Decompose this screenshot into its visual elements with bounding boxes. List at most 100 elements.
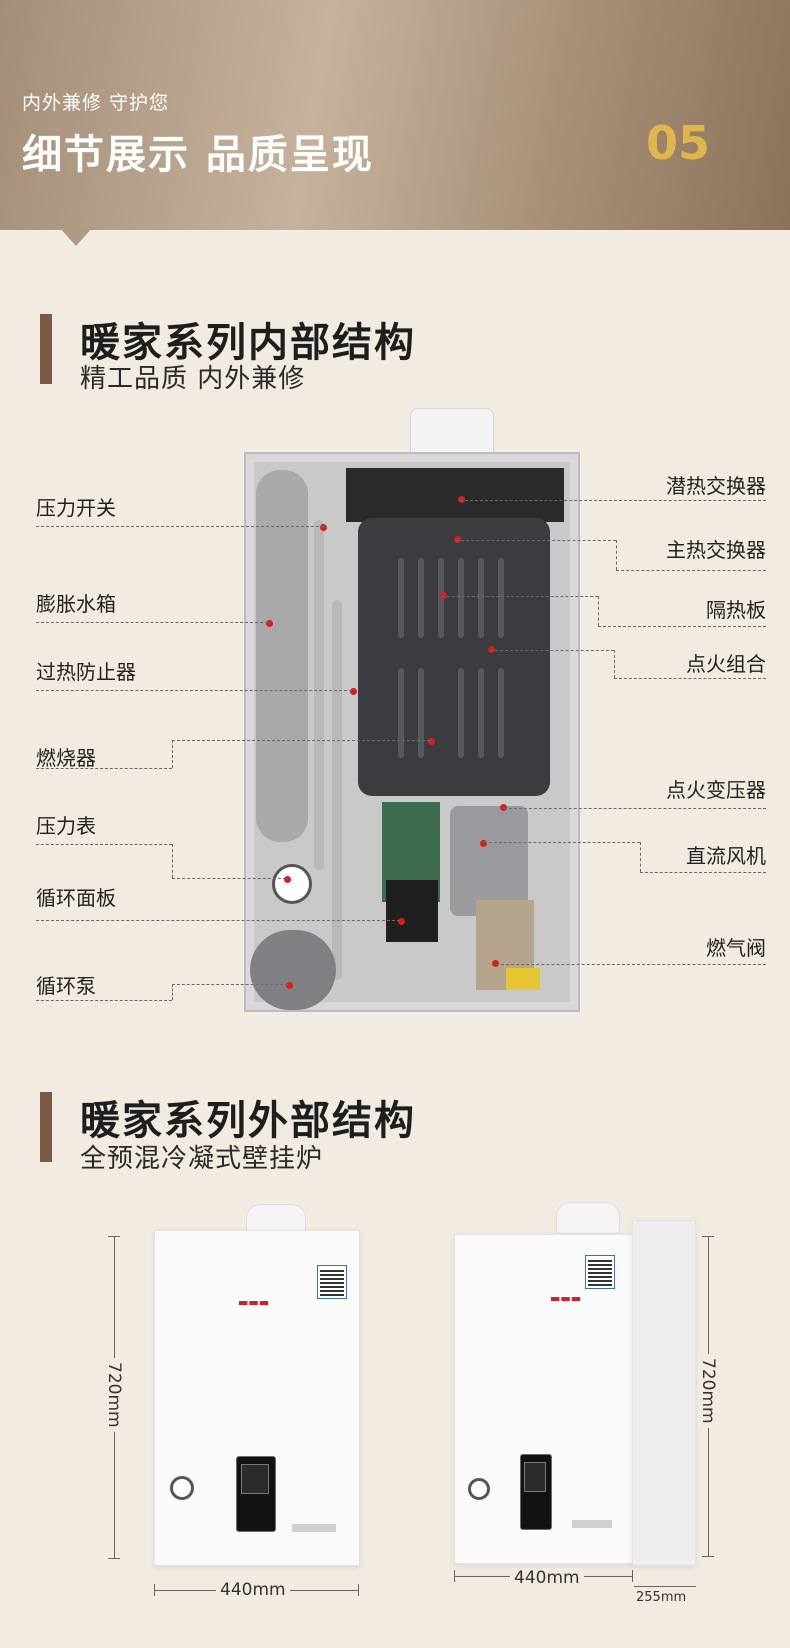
pressure-gauge bbox=[272, 864, 312, 904]
expansion-tank bbox=[256, 470, 308, 842]
label-burner: 燃烧器 bbox=[36, 746, 96, 770]
height-dimension: 720mm bbox=[104, 1358, 124, 1432]
header-title: 细节展示 品质呈现 bbox=[22, 132, 374, 178]
leader-line bbox=[496, 964, 766, 965]
leader-line bbox=[616, 570, 766, 571]
label-expansion-tank: 膨胀水箱 bbox=[36, 592, 116, 616]
marker-dot bbox=[480, 840, 487, 847]
marker-dot bbox=[488, 646, 495, 653]
marker-dot bbox=[320, 524, 327, 531]
leader-line bbox=[36, 768, 172, 769]
leader-line bbox=[614, 650, 615, 678]
leader-line bbox=[36, 622, 268, 623]
leader-line bbox=[172, 740, 430, 741]
leader-line bbox=[36, 1000, 172, 1001]
main-heat-exchanger bbox=[358, 518, 550, 796]
label-circulation-pump: 循环泵 bbox=[36, 974, 96, 998]
leader-line bbox=[442, 596, 598, 597]
leader-line bbox=[490, 650, 614, 651]
dimension-tick bbox=[454, 1570, 455, 1582]
leader-line bbox=[456, 540, 616, 541]
brand-logo: ▬▬▬ bbox=[550, 1292, 582, 1305]
internal-accent-bar bbox=[40, 314, 52, 384]
label-overheat-protector: 过热防止器 bbox=[36, 660, 136, 684]
dimension-tick bbox=[108, 1236, 120, 1237]
depth-dimension-line bbox=[634, 1586, 696, 1587]
leader-line bbox=[640, 842, 641, 872]
marker-dot bbox=[458, 496, 465, 503]
label-main-heat-exchanger: 主热交换器 bbox=[666, 538, 766, 562]
marker-dot bbox=[286, 982, 293, 989]
pressure-gauge bbox=[468, 1478, 490, 1500]
external-accent-bar bbox=[40, 1092, 52, 1162]
depth-dimension: 255mm bbox=[636, 1590, 687, 1605]
leader-line bbox=[616, 540, 617, 570]
leader-line bbox=[172, 740, 173, 768]
marker-dot bbox=[266, 620, 273, 627]
circulation-panel bbox=[386, 880, 438, 942]
dimension-tick bbox=[358, 1584, 359, 1596]
qr-label bbox=[585, 1255, 615, 1289]
flue-outlet bbox=[410, 408, 494, 456]
spec-tag bbox=[572, 1520, 612, 1528]
leader-line bbox=[36, 920, 400, 921]
circulation-pump bbox=[250, 930, 336, 1010]
brand-logo: ▬▬▬ bbox=[238, 1296, 270, 1309]
internal-subtitle: 精工品质 内外兼修 bbox=[80, 364, 306, 394]
marker-dot bbox=[428, 738, 435, 745]
leader-line bbox=[504, 808, 766, 809]
label-ignition-assembly: 点火组合 bbox=[686, 652, 766, 676]
header-banner bbox=[0, 0, 790, 230]
external-title: 暖家系列外部结构 bbox=[80, 1098, 416, 1144]
dimension-tick bbox=[108, 1558, 120, 1559]
dimension-tick bbox=[702, 1236, 714, 1237]
marker-dot bbox=[454, 536, 461, 543]
leader-line bbox=[640, 872, 766, 873]
height-dimension: 720mm bbox=[698, 1354, 718, 1428]
leader-line bbox=[172, 878, 286, 879]
pipe bbox=[332, 600, 342, 980]
label-latent-heat-exchanger: 潜热交换器 bbox=[666, 474, 766, 498]
header-subtitle: 内外兼修 守护您 bbox=[22, 92, 170, 114]
external-subtitle: 全预混冷凝式壁挂炉 bbox=[80, 1144, 324, 1174]
leader-line bbox=[614, 678, 766, 679]
qr-label bbox=[317, 1265, 347, 1299]
leader-line bbox=[460, 500, 766, 501]
display-screen bbox=[524, 1462, 546, 1492]
label-ignition-transformer: 点火变压器 bbox=[666, 778, 766, 802]
leader-line bbox=[36, 844, 172, 845]
label-circulation-panel: 循环面板 bbox=[36, 886, 116, 910]
spec-tag bbox=[292, 1524, 336, 1532]
leader-line bbox=[484, 842, 640, 843]
internal-title: 暖家系列内部结构 bbox=[80, 320, 416, 366]
leader-line bbox=[172, 844, 173, 878]
label-pressure-gauge: 压力表 bbox=[36, 814, 96, 838]
gas-valve-label bbox=[506, 968, 540, 990]
flue-outlet bbox=[556, 1202, 620, 1234]
marker-dot bbox=[500, 804, 507, 811]
dimension-tick bbox=[154, 1584, 155, 1596]
label-insulation-board: 隔热板 bbox=[706, 598, 766, 622]
leader-line bbox=[36, 690, 352, 691]
latent-heat-exchanger bbox=[346, 468, 564, 522]
dimension-tick bbox=[702, 1556, 714, 1557]
display-screen bbox=[241, 1464, 269, 1494]
leader-line bbox=[598, 596, 599, 626]
marker-dot bbox=[492, 960, 499, 967]
width-dimension: 440mm bbox=[510, 1568, 584, 1588]
marker-dot bbox=[440, 592, 447, 599]
leader-line bbox=[36, 526, 324, 527]
boiler-side-panel bbox=[632, 1220, 696, 1566]
dimension-tick bbox=[632, 1570, 633, 1582]
section-number: 05 bbox=[645, 116, 710, 170]
marker-dot bbox=[284, 876, 291, 883]
pipe bbox=[314, 520, 324, 870]
header-notch bbox=[60, 228, 92, 246]
leader-line bbox=[172, 984, 288, 985]
marker-dot bbox=[398, 918, 405, 925]
pressure-gauge bbox=[170, 1476, 194, 1500]
marker-dot bbox=[350, 688, 357, 695]
leader-line bbox=[172, 984, 173, 1000]
label-dc-fan: 直流风机 bbox=[686, 844, 766, 868]
leader-line bbox=[598, 626, 766, 627]
